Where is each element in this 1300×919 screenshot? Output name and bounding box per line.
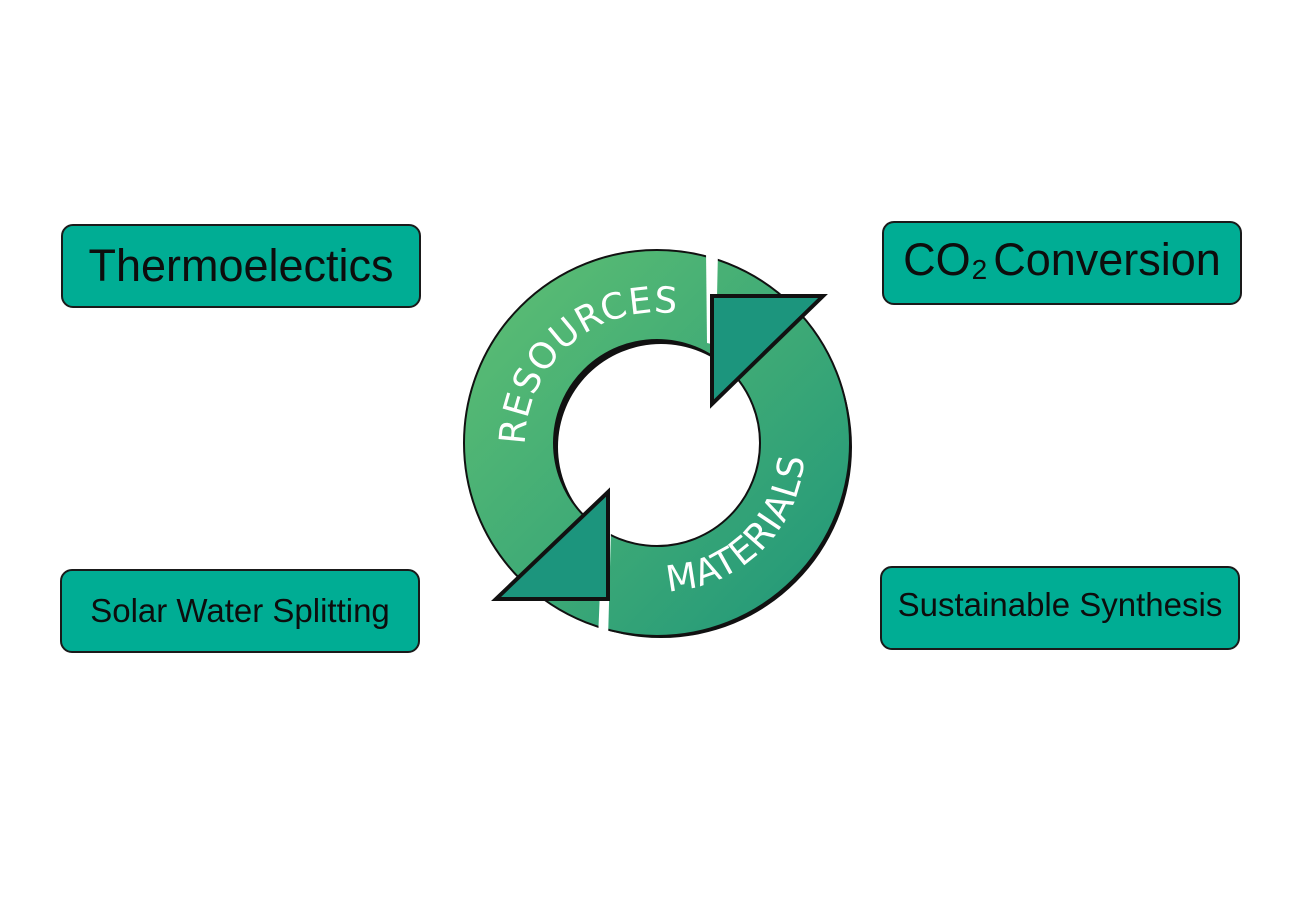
thermoelectrics-box: Thermoelectics <box>61 224 421 308</box>
thermoelectrics-label: Thermoelectics <box>88 240 394 291</box>
co2-main-text: CO <box>903 234 971 285</box>
solar-water-splitting-label: Solar Water Splitting <box>90 592 390 629</box>
sustainable-synthesis-label: Sustainable Synthesis <box>897 586 1223 623</box>
co2-subscript: 2 <box>971 254 988 285</box>
lower-arrowhead <box>491 487 610 601</box>
upper-arrowhead <box>710 294 828 409</box>
conversion-text: Conversion <box>993 234 1221 285</box>
sustainable-synthesis-box: Sustainable Synthesis <box>880 566 1240 650</box>
solar-water-splitting-box: Solar Water Splitting <box>60 569 420 653</box>
